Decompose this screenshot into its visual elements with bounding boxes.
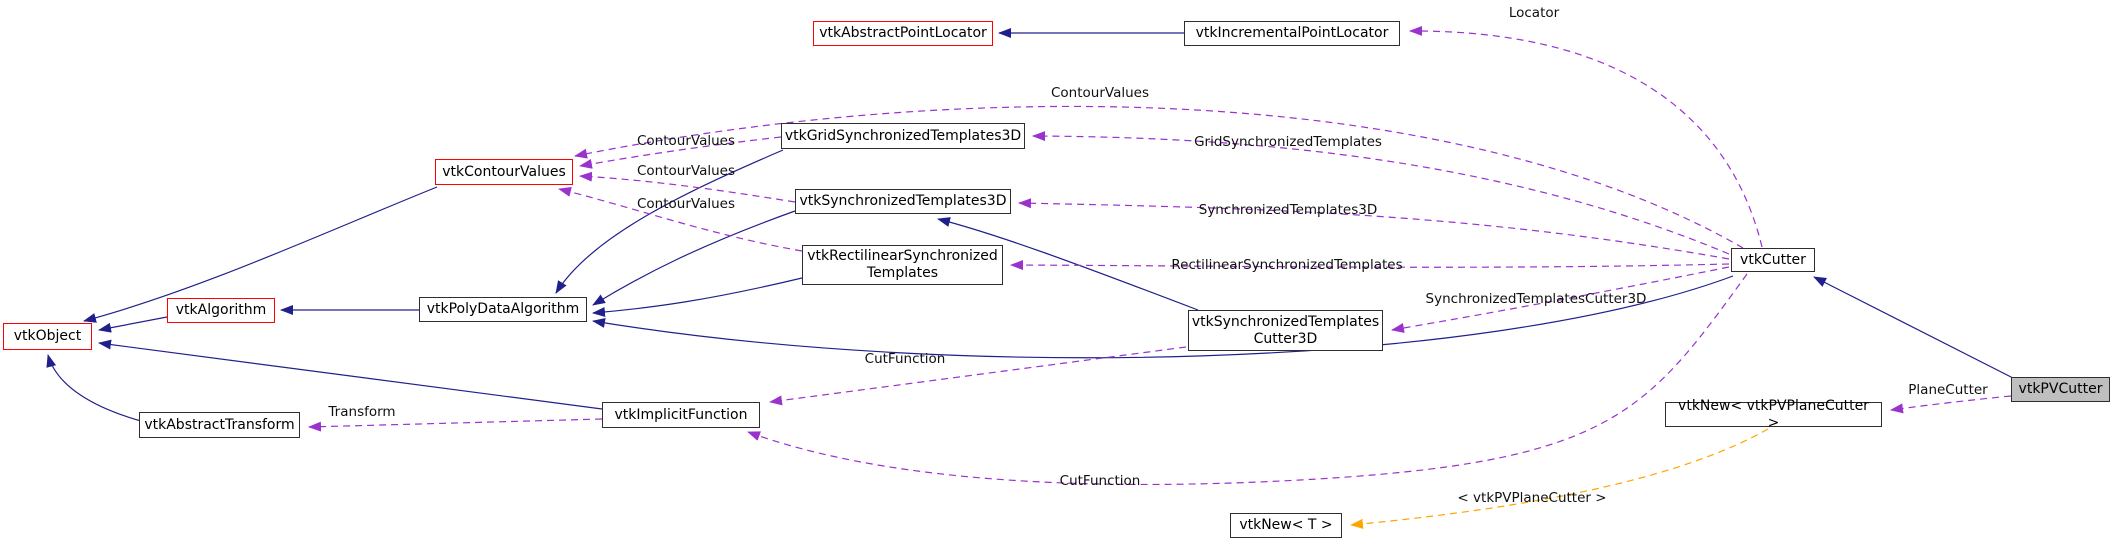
- edge-label-contourvalues-sync: ContourValues: [636, 163, 736, 179]
- usage-synchronizedtemplatescutter3d-cutfunction: [769, 346, 1187, 406]
- template-vtknewplanecutter-vtknewt: [1350, 428, 1769, 529]
- usage-implicitfunction-transform: [308, 418, 603, 432]
- edge-label-synchronizedtemplatescutter3d: SynchronizedTemplatesCutter3D: [1425, 291, 1647, 307]
- node-vtkPolyDataAlgorithm[interactable]: vtkPolyDataAlgorithm: [419, 297, 587, 322]
- inheritance-algorithm-object: [98, 316, 168, 333]
- usage-rectilinear-contourvalues: [558, 187, 803, 252]
- node-vtkAbstractTransform[interactable]: vtkAbstractTransform: [139, 412, 300, 438]
- edge-label-rectilinearsynchronizedtemplates: RectilinearSynchronizedTemplates: [1171, 257, 1403, 273]
- node-vtkSynchronizedTemplates3D[interactable]: vtkSynchronizedTemplates3D: [795, 189, 1011, 214]
- usage-grid-contourvalues: [579, 136, 782, 169]
- usage-sync3d-contourvalues: [579, 171, 796, 203]
- node-vtkPVCutter: vtkPVCutter: [2011, 377, 2110, 402]
- edge-label-template-instance: < vtkPVPlaneCutter >: [1457, 490, 1607, 506]
- edge-label-planecutter: PlaneCutter: [1908, 382, 1988, 398]
- inheritance-contourvalues-object: [83, 186, 438, 323]
- usage-cutter-rectilinearsynchronizedtemplates: [1010, 260, 1730, 271]
- node-vtkRectilinearSynchronizedTemplates[interactable]: vtkRectilinearSynchronized Templates: [802, 245, 1003, 285]
- edge-label-contourvalues-grid: ContourValues: [636, 133, 736, 149]
- usage-cutter-cutfunction: [747, 273, 1748, 486]
- inheritance-synchronizedtemplatescutter3d-synchronizedtemplates3d: [937, 217, 1199, 311]
- inheritance-abstracttransform-object: [46, 354, 142, 422]
- node-vtkObject[interactable]: vtkObject: [3, 323, 92, 350]
- node-vtkContourValues[interactable]: vtkContourValues: [435, 159, 573, 185]
- edge-label-transform: Transform: [328, 404, 396, 420]
- node-vtkCutter[interactable]: vtkCutter: [1731, 248, 1815, 272]
- inheritance-synchronizedtemplates3d-polydataalgorithm: [592, 210, 796, 306]
- node-vtkImplicitFunction[interactable]: vtkImplicitFunction: [602, 402, 760, 428]
- node-vtkNew-T[interactable]: vtkNew< T >: [1230, 513, 1342, 538]
- edge-label-synchronizedtemplates3d: SynchronizedTemplates3D: [1198, 202, 1378, 218]
- usage-cutter-gridsynchronizedtemplates: [1032, 131, 1730, 255]
- node-vtkIncrementalPointLocator[interactable]: vtkIncrementalPointLocator: [1184, 21, 1400, 46]
- edge-label-locator: Locator: [1508, 5, 1560, 21]
- inheritance-gridsynchronizedtemplates3d-polydataalgorithm: [555, 149, 784, 294]
- node-vtkNew-vtkPVPlaneCutter[interactable]: vtkNew< vtkPVPlaneCutter >: [1665, 398, 1882, 431]
- edge-label-cutfunction-lower: CutFunction: [1059, 473, 1141, 489]
- usage-pvcutter-planecutter: [1890, 395, 2012, 414]
- usage-cutter-synchronizedtemplates3d: [1018, 198, 1730, 260]
- edge-label-contourvalues-rect: ContourValues: [636, 196, 736, 212]
- node-vtkSynchronizedTemplatesCutter3D[interactable]: vtkSynchronizedTemplates Cutter3D: [1188, 310, 1383, 351]
- inheritance-implicitfunction-object: [98, 339, 603, 410]
- node-vtkAbstractPointLocator[interactable]: vtkAbstractPointLocator: [813, 21, 993, 46]
- usage-cutter-contourvalues: [574, 105, 1744, 249]
- node-vtkAlgorithm[interactable]: vtkAlgorithm: [167, 298, 275, 323]
- edge-label-gridsynchronizedtemplates: GridSynchronizedTemplates: [1194, 134, 1382, 150]
- node-vtkGridSynchronizedTemplates3D[interactable]: vtkGridSynchronizedTemplates3D: [781, 123, 1025, 149]
- inheritance-rectilinearsynchronizedtemplates-polydataalgorithm: [592, 277, 803, 317]
- edge-label-cutfunction-upper: CutFunction: [864, 351, 946, 367]
- usage-cutter-locator: [1409, 25, 1763, 248]
- inheritance-cutter-polydataalgorithm: [592, 275, 1734, 359]
- edge-label-contourvalues-top: ContourValues: [1050, 85, 1150, 101]
- inheritance-pvcutter-cutter: [1813, 276, 2014, 379]
